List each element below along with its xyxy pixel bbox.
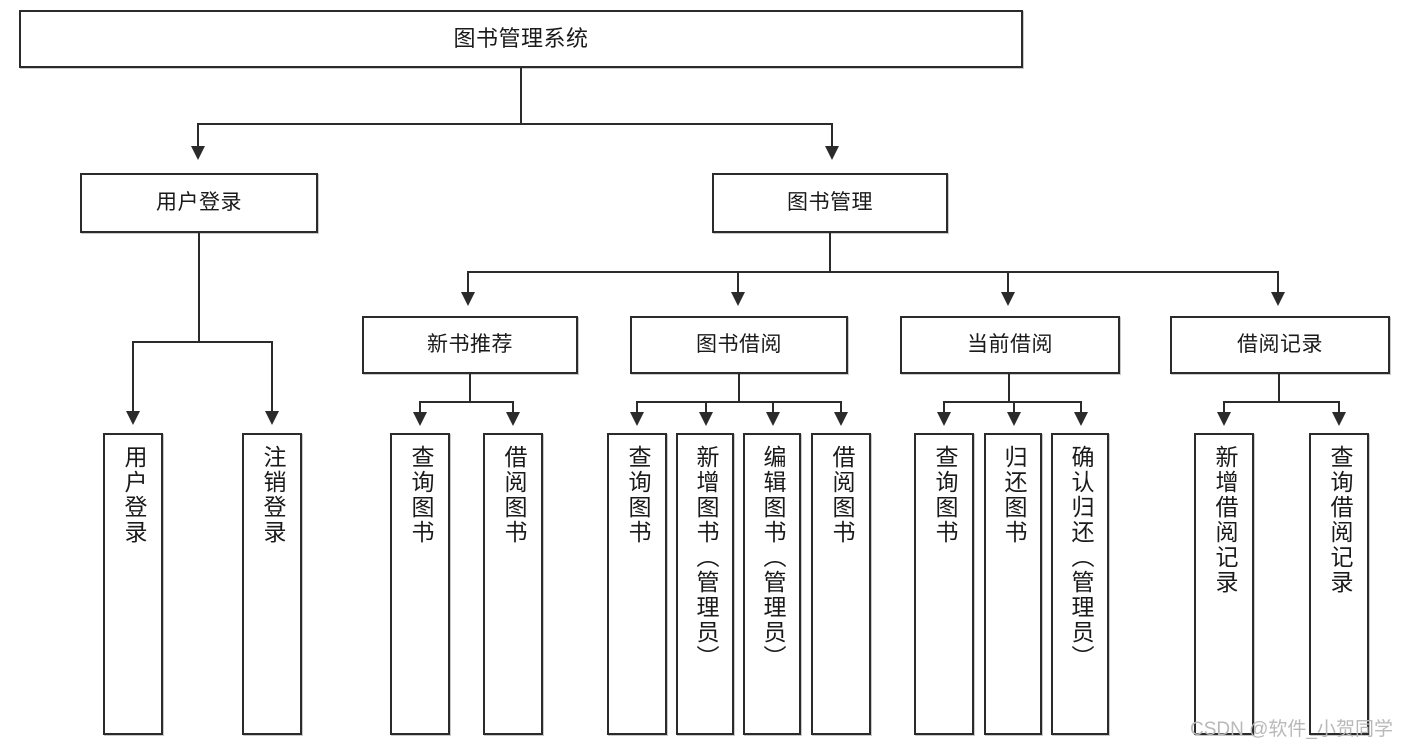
node-label: 用户登录 [156, 190, 242, 214]
node-label: 编辑图书（管理员） [759, 445, 786, 670]
connector-root-to-user-login [197, 123, 199, 148]
leaf-new-book-query-book[interactable]: 查询图书 [390, 433, 450, 735]
node-label: 图书管理 [787, 190, 873, 214]
connector-user-login-leaf2 [271, 341, 273, 413]
connector-book-borrow-leaf1 [636, 401, 638, 414]
connector-borrow-record-stem [1278, 374, 1280, 403]
node-book-borrow[interactable]: 图书借阅 [630, 316, 848, 374]
connector-user-login-leaf1 [132, 341, 134, 413]
node-label: 图书管理系统 [453, 26, 589, 52]
connector-book-management-bus [467, 271, 1277, 273]
node-label: 用户登录 [120, 445, 147, 545]
leaf-book-borrow-add-book-admin[interactable]: 新增图书（管理员） [676, 433, 734, 735]
arrowhead-new-book-leaf1 [413, 412, 427, 426]
arrowhead-user-login-leaf2 [265, 411, 279, 425]
leaf-new-book-borrow-book[interactable]: 借阅图书 [483, 433, 543, 735]
arrowhead-borrow-record-leaf1 [1217, 412, 1231, 426]
connector-book-borrow-leaf3 [772, 401, 774, 414]
node-label: 确认归还（管理员） [1067, 445, 1094, 670]
arrowhead-borrow-record-leaf2 [1332, 412, 1346, 426]
node-label: 新增借阅记录 [1211, 445, 1238, 595]
arrowhead-book-borrow-leaf4 [834, 412, 848, 426]
connector-root-to-book-management [831, 123, 833, 148]
leaf-user-login-login[interactable]: 用户登录 [103, 433, 163, 735]
arrowhead-current-borrow-leaf3 [1074, 412, 1088, 426]
leaf-book-borrow-borrow-book[interactable]: 借阅图书 [811, 433, 871, 735]
leaf-book-borrow-edit-book-admin[interactable]: 编辑图书（管理员） [743, 433, 801, 735]
arrowhead-current-borrow-leaf1 [937, 412, 951, 426]
leaf-borrow-record-query-record[interactable]: 查询借阅记录 [1309, 433, 1369, 735]
arrowhead-user-login-leaf1 [126, 411, 140, 425]
node-label: 查询借阅记录 [1326, 445, 1353, 595]
connector-bm-to-current-borrow [1007, 271, 1009, 294]
leaf-book-borrow-query-book[interactable]: 查询图书 [607, 433, 667, 735]
connector-new-book-leaf1 [419, 401, 421, 414]
arrowhead-book-borrow-leaf2 [699, 412, 713, 426]
connector-current-borrow-leaf1 [943, 401, 945, 414]
node-label: 借阅记录 [1237, 332, 1323, 356]
leaf-current-borrow-query-book[interactable]: 查询图书 [914, 433, 974, 735]
arrowhead-bm-to-new-book [461, 292, 475, 306]
node-label: 归还图书 [1000, 445, 1027, 545]
node-label: 新增图书（管理员） [692, 445, 719, 670]
arrowhead-new-book-leaf2 [506, 412, 520, 426]
connector-root-bus [197, 123, 833, 125]
connector-current-borrow-stem [1008, 374, 1010, 403]
node-borrow-record[interactable]: 借阅记录 [1170, 316, 1390, 374]
node-label: 图书借阅 [696, 332, 782, 356]
connector-user-login-bus [132, 341, 273, 343]
connector-new-book-bus [419, 401, 514, 403]
node-label: 查询图书 [931, 445, 958, 545]
leaf-current-borrow-confirm-return-admin[interactable]: 确认归还（管理员） [1051, 433, 1109, 735]
connector-book-management-stem [829, 233, 831, 273]
node-new-book-recommend[interactable]: 新书推荐 [362, 316, 578, 374]
leaf-user-login-logout[interactable]: 注销登录 [242, 433, 302, 735]
connector-book-borrow-leaf2 [705, 401, 707, 414]
arrowhead-book-borrow-leaf3 [766, 412, 780, 426]
connector-root-stem [520, 68, 522, 124]
node-label: 新书推荐 [427, 332, 513, 356]
leaf-borrow-record-add-record[interactable]: 新增借阅记录 [1194, 433, 1254, 735]
connector-user-login-stem [198, 233, 200, 343]
node-label: 查询图书 [407, 445, 434, 545]
node-label: 注销登录 [259, 445, 286, 545]
connector-bm-to-book-borrow [737, 271, 739, 294]
node-label: 借阅图书 [828, 445, 855, 545]
arrowhead-bm-to-book-borrow [731, 292, 745, 306]
arrowhead-root-to-user-login [191, 146, 205, 160]
connector-new-book-stem [469, 374, 471, 403]
connector-book-borrow-bus [636, 401, 842, 403]
arrowhead-root-to-book-management [825, 146, 839, 160]
connector-bm-to-new-book [467, 271, 469, 294]
connector-current-borrow-bus [943, 401, 1081, 403]
node-label: 当前借阅 [967, 332, 1053, 356]
node-root-book-management-system[interactable]: 图书管理系统 [19, 10, 1023, 68]
connector-book-borrow-stem [738, 374, 740, 403]
arrowhead-book-borrow-leaf1 [630, 412, 644, 426]
node-user-login[interactable]: 用户登录 [80, 173, 318, 233]
connector-borrow-record-bus [1223, 401, 1340, 403]
node-label: 查询图书 [624, 445, 651, 545]
arrowhead-current-borrow-leaf2 [1007, 412, 1021, 426]
connector-current-borrow-leaf3 [1080, 401, 1082, 414]
leaf-current-borrow-return-book[interactable]: 归还图书 [984, 433, 1042, 735]
connector-borrow-record-leaf2 [1338, 401, 1340, 414]
connector-current-borrow-leaf2 [1013, 401, 1015, 414]
connector-bm-to-borrow-record [1277, 271, 1279, 294]
arrowhead-bm-to-borrow-record [1271, 292, 1285, 306]
connector-book-borrow-leaf4 [840, 401, 842, 414]
node-current-borrow[interactable]: 当前借阅 [900, 316, 1120, 374]
node-label: 借阅图书 [500, 445, 527, 545]
node-book-management[interactable]: 图书管理 [712, 173, 948, 233]
arrowhead-bm-to-current-borrow [1001, 292, 1015, 306]
connector-borrow-record-leaf1 [1223, 401, 1225, 414]
connector-new-book-leaf2 [512, 401, 514, 414]
